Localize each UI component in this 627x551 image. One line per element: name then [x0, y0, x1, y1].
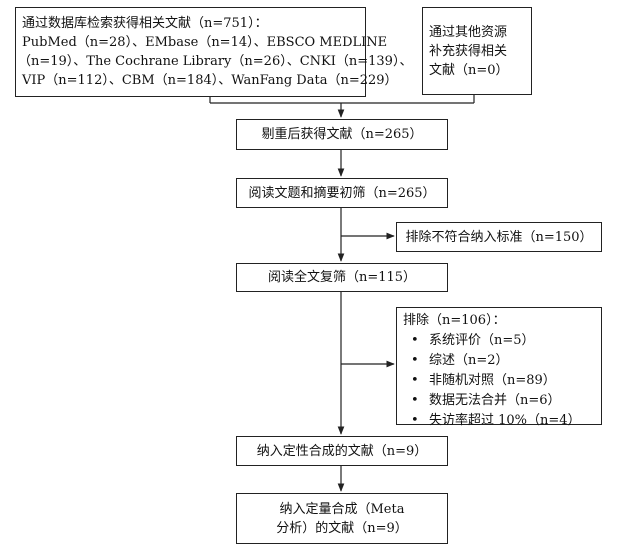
- exclude-2-item: 系统评价（n=5）: [403, 331, 595, 351]
- fulltext-box: 阅读全文复筛（n=115）: [236, 263, 448, 292]
- other-sources-line-3: 文献（n=0）: [429, 63, 509, 78]
- title-abstract-text: 阅读文题和摘要初筛（n=265）: [248, 185, 436, 201]
- exclude-2-item: 数据无法合并（n=6）: [403, 391, 595, 411]
- other-sources-line-1: 通过其他资源: [429, 25, 508, 40]
- quantitative-line-2: 分析）的文献（n=9）: [276, 520, 408, 536]
- database-search-box: 通过数据库检索获得相关文献（n=751）： PubMed（n=28）、EMbas…: [15, 7, 413, 97]
- database-search-line-2: PubMed（n=28）、EMbase（n=14）、EBSCO MEDLINE: [22, 35, 388, 50]
- exclude-2-item: 综述（n=2）: [403, 351, 595, 371]
- quantitative-line-1: 纳入定量合成（Meta: [279, 501, 405, 517]
- database-search-line-3: （n=19）、The Cochrane Library（n=26）、CNKI（n…: [18, 54, 413, 69]
- other-sources-box: 通过其他资源 补充获得相关 文献（n=0）: [422, 7, 532, 95]
- exclude-1-text: 排除不符合纳入标准（n=150）: [405, 229, 593, 245]
- qualitative-box: 纳入定性合成的文献（n=9）: [236, 436, 448, 466]
- other-sources-line-2: 补充获得相关: [429, 44, 508, 59]
- qualitative-text: 纳入定性合成的文献（n=9）: [256, 443, 428, 459]
- title-abstract-box: 阅读文题和摘要初筛（n=265）: [236, 178, 448, 208]
- dedup-box: 剔重后获得文献（n=265）: [236, 119, 448, 150]
- exclude-2-item: 非随机对照（n=89）: [403, 371, 595, 391]
- database-search-line-1: 通过数据库检索获得相关文献（n=751）：: [22, 16, 268, 31]
- exclude-2-item: 失访率超过 10%（n=4）: [403, 411, 595, 431]
- database-search-line-4: VIP（n=112）、CBM（n=184）、WanFang Data（n=229…: [22, 73, 398, 88]
- fulltext-text: 阅读全文复筛（n=115）: [267, 270, 417, 285]
- exclude-1-box: 排除不符合纳入标准（n=150）: [396, 222, 602, 252]
- dedup-text: 剔重后获得文献（n=265）: [261, 127, 423, 142]
- exclude-2-heading: 排除（n=106）：: [403, 313, 506, 328]
- exclude-2-list: 系统评价（n=5） 综述（n=2） 非随机对照（n=89） 数据无法合并（n=6…: [403, 331, 595, 431]
- quantitative-box: 纳入定量合成（Meta 分析）的文献（n=9）: [236, 493, 448, 544]
- exclude-2-box: 排除（n=106）： 系统评价（n=5） 综述（n=2） 非随机对照（n=89）…: [396, 307, 602, 428]
